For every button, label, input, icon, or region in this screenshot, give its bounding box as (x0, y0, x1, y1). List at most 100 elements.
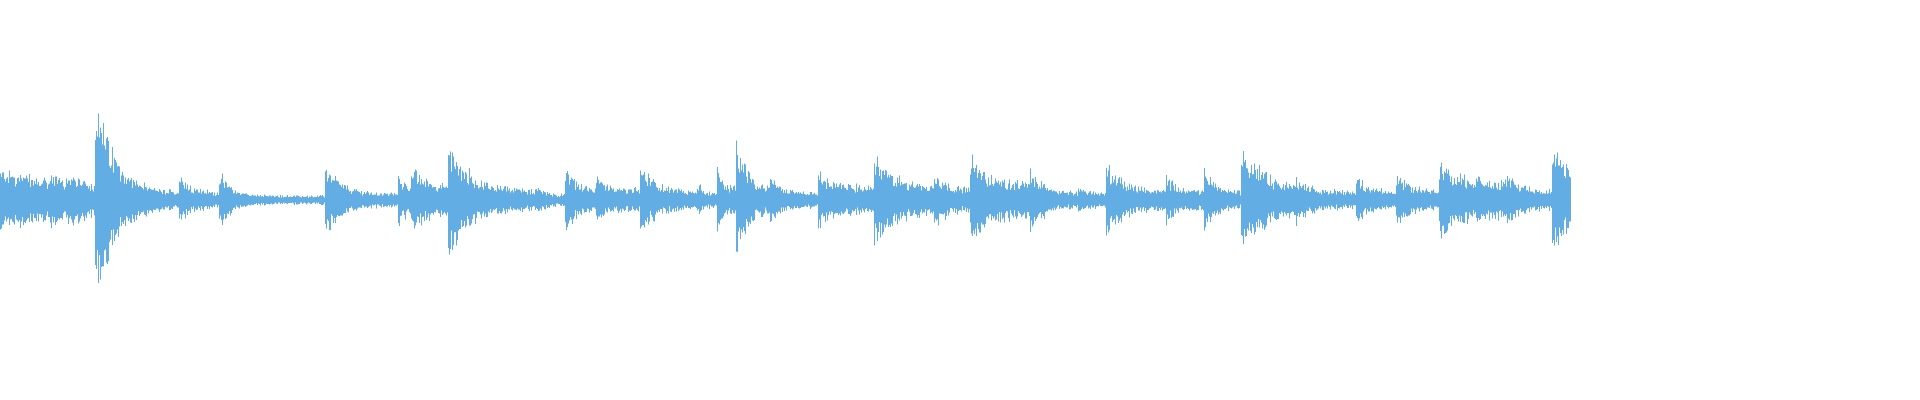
waveform-sample-bar (1000, 181, 1001, 223)
waveform-sample-bar (477, 184, 478, 212)
waveform-sample-bar (433, 187, 434, 215)
waveform-sample-bar (960, 188, 961, 211)
waveform-sample-bar (642, 175, 643, 226)
waveform-sample-bar (514, 188, 515, 210)
waveform-sample-bar (1516, 187, 1517, 210)
waveform-sample-bar (0, 173, 1, 230)
waveform-sample-bar (746, 176, 747, 219)
waveform-sample-bar (1178, 187, 1179, 213)
waveform-sample-bar (855, 192, 856, 209)
waveform-sample-bar (1166, 175, 1167, 226)
waveform-sample-bar (1542, 194, 1543, 206)
waveform-sample-bar (1206, 178, 1207, 219)
waveform-sample-bar (691, 193, 692, 207)
waveform-sample-bar (294, 195, 295, 205)
waveform-sample-bar (300, 197, 301, 203)
waveform-sample-bar (1485, 185, 1486, 219)
waveform-sample-bar (797, 193, 798, 207)
waveform-sample-bar (619, 188, 620, 211)
waveform-sample-bar (230, 187, 231, 216)
waveform-sample-bar (1497, 189, 1498, 213)
waveform-sample-bar (252, 194, 253, 205)
waveform-sample-bar (340, 185, 341, 216)
waveform-sample-bar (979, 170, 980, 233)
waveform-sample-bar (954, 192, 955, 208)
waveform-sample-bar (1471, 185, 1472, 216)
waveform-sample-bar (1301, 188, 1302, 212)
waveform-sample-bar (332, 180, 333, 217)
waveform-sample-bar (1496, 187, 1497, 212)
waveform-sample-bar (1019, 189, 1020, 213)
waveform-sample-bar (347, 185, 348, 212)
waveform-sample-bar (652, 181, 653, 217)
waveform-sample-bar (1445, 172, 1446, 233)
waveform-sample-bar (1558, 165, 1559, 245)
waveform-sample-bar (1338, 191, 1339, 209)
waveform-sample-bar (550, 194, 551, 205)
waveform-sample-bar (106, 138, 107, 263)
waveform-sample-bar (329, 174, 330, 230)
waveform-sample-bar (818, 175, 819, 229)
waveform-sample-bar (395, 194, 396, 206)
waveform-sample-bar (1312, 185, 1313, 214)
waveform-sample-bar (1108, 170, 1109, 233)
waveform-sample-bar (388, 195, 389, 205)
waveform-sample-bar (1308, 186, 1309, 211)
waveform-sample-bar (1022, 181, 1023, 216)
waveform-sample-bar (389, 194, 390, 207)
waveform-sample-bar (95, 140, 96, 266)
waveform-sample-bar (1407, 185, 1408, 217)
waveform-sample-bar (313, 197, 314, 203)
waveform-sample-bar (900, 185, 901, 212)
waveform-sample-bar (678, 188, 679, 211)
waveform-sample-bar (685, 193, 686, 208)
waveform-sample-bar (645, 180, 646, 221)
waveform-sample-bar (391, 192, 392, 208)
waveform-sample-bar (610, 185, 611, 212)
waveform-sample-bar (354, 189, 355, 210)
waveform-sample-bar (1396, 185, 1397, 216)
waveform-sample-bar (1501, 179, 1502, 217)
waveform-sample-bar (1416, 190, 1417, 210)
waveform-sample-bar (953, 190, 954, 212)
waveform-sample-bar (739, 172, 740, 228)
waveform-sample-bar (10, 177, 11, 220)
waveform-sample-bar (589, 188, 590, 213)
waveform-sample-bar (1313, 188, 1314, 212)
waveform-sample-bar (911, 184, 912, 216)
waveform-sample-bar (1054, 191, 1055, 208)
waveform-sample-bar (849, 185, 850, 215)
waveform-sample-bar (556, 195, 557, 204)
waveform-sample-bar (1412, 187, 1413, 213)
waveform-sample-bar (138, 186, 139, 212)
waveform-sample-bar (607, 184, 608, 213)
waveform-sample-bar (1282, 187, 1283, 213)
waveform-sample-bar (111, 165, 112, 230)
waveform-sample-bar (1439, 179, 1440, 221)
waveform-sample-bar (770, 178, 771, 223)
waveform-sample-bar (1404, 180, 1405, 218)
waveform-sample-bar (231, 187, 232, 214)
waveform-sample-bar (880, 169, 881, 238)
waveform-sample-bar (1326, 191, 1327, 207)
waveform-sample-bar (239, 193, 240, 209)
waveform-sample-bar (553, 193, 554, 207)
waveform-sample-bar (174, 194, 175, 207)
waveform-sample-bar (1365, 192, 1366, 209)
waveform-sample-bar (733, 186, 734, 213)
waveform-sample-bar (1463, 179, 1464, 224)
waveform-sample-bar (1027, 187, 1028, 212)
waveform-sample-bar (1477, 181, 1478, 222)
waveform-sample-bar (569, 184, 570, 221)
waveform-sample-bar (1431, 190, 1432, 209)
waveform-sample-bar (123, 175, 124, 225)
waveform-sample-bar (1271, 186, 1272, 213)
waveform-sample-bar (103, 123, 104, 267)
waveform-sample-bar (187, 184, 188, 215)
waveform-sample-bar (1383, 192, 1384, 208)
waveform-sample-bar (218, 195, 219, 206)
waveform-sample-bar (507, 186, 508, 213)
waveform-sample-bar (1239, 190, 1240, 208)
waveform-sample-bar (927, 191, 928, 211)
